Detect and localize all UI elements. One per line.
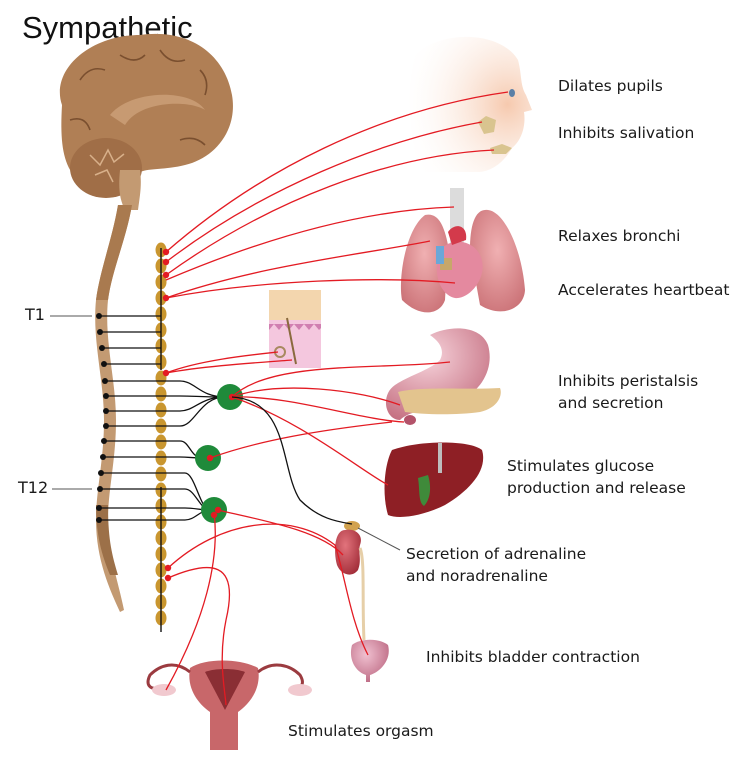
eye	[509, 89, 515, 97]
chain-ganglion	[155, 402, 167, 418]
submandibular-gland	[490, 144, 512, 154]
synapse-dot	[214, 506, 222, 514]
face-illustration	[409, 36, 532, 172]
synapse-dot	[162, 369, 170, 377]
synapse-points	[162, 248, 236, 582]
stomach-pancreas-illustration	[385, 328, 501, 425]
lungs-heart-illustration	[400, 188, 525, 313]
effect-label-uterus: Stimulates orgasm	[288, 722, 434, 740]
skin-hair-illustration	[269, 290, 321, 368]
t1-label: T1	[25, 305, 45, 324]
effect-label-eye: Dilates pupils	[558, 77, 663, 95]
liver-illustration	[384, 442, 484, 517]
effect-label-salivary: Inhibits salivation	[558, 124, 695, 142]
synapse-dot	[206, 454, 214, 462]
preganglionic-fiber	[101, 472, 211, 511]
synapse-dot	[164, 574, 172, 582]
parotid-gland	[478, 116, 496, 134]
preganglionic-fiber	[100, 488, 211, 511]
chain-ganglion	[155, 466, 167, 482]
chain-ganglion	[155, 386, 167, 402]
adrenal-pointer-line	[357, 527, 401, 551]
preganglionic-fiber	[99, 507, 211, 511]
postganglionic-fibers	[165, 91, 509, 706]
preganglionic-fiber	[99, 509, 211, 521]
inferior-mesenteric-ganglion	[201, 497, 227, 523]
chain-ganglion	[155, 450, 167, 466]
synapse-dot	[164, 564, 172, 572]
preganglionic-fiber	[104, 440, 204, 459]
synapse-dot	[162, 248, 170, 256]
kidney-adrenal-illustration	[335, 521, 389, 682]
synapse-dot	[162, 258, 170, 266]
effect-label-bladder: Inhibits bladder contraction	[426, 648, 640, 666]
brain-illustration	[59, 33, 233, 210]
bladder	[350, 639, 389, 682]
t12-label: T12	[18, 478, 49, 497]
synapse-dot	[162, 271, 170, 279]
effect-label-bronchi: Relaxes bronchi	[558, 227, 681, 245]
uterus-illustration	[146, 660, 312, 750]
adrenal-preganglionic-fiber	[231, 396, 353, 525]
effect-label-heart: Accelerates heartbeat	[558, 281, 730, 299]
synapse-dot	[162, 294, 170, 302]
chain-ganglion	[155, 434, 167, 450]
preganglionic-fiber	[103, 456, 204, 459]
synapse-dot	[210, 511, 218, 519]
